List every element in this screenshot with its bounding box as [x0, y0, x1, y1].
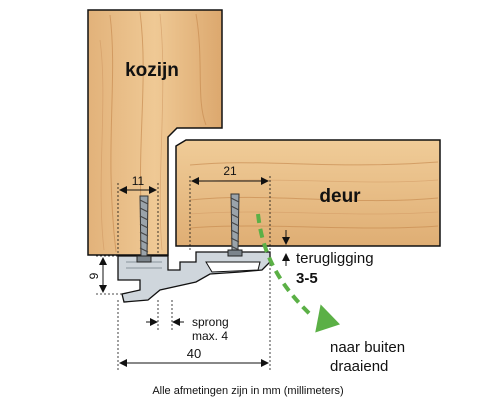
height-label: 9 — [87, 272, 101, 279]
opening-direction-arrow — [256, 213, 341, 333]
jump-label: sprong — [192, 315, 229, 329]
dimension-door-width — [189, 176, 271, 300]
recess-value: 3-5 — [296, 270, 318, 287]
door-label: deur — [319, 186, 361, 207]
total-width-label: 40 — [187, 346, 201, 361]
sealing-profile — [117, 251, 271, 303]
opening-label-line2: draaiend — [330, 358, 388, 375]
opening-label-line1: naar buiten — [330, 339, 405, 356]
screw-frame — [136, 195, 152, 263]
dimension-jump — [146, 300, 184, 330]
frame-width-label: 11 — [132, 174, 145, 188]
dimension-recess — [272, 230, 296, 266]
frame-label: kozijn — [125, 60, 179, 81]
recess-label: terugligging — [296, 250, 374, 267]
screw-door — [227, 193, 243, 257]
caption: Alle afmetingen zijn in mm (millimeters) — [152, 385, 343, 397]
dimension-frame-width — [117, 183, 159, 255]
door-width-label: 21 — [223, 164, 237, 178]
dimension-height — [96, 255, 122, 295]
dimension-total-width — [117, 300, 271, 370]
door-wood — [175, 139, 441, 247]
jump-value: max. 4 — [192, 329, 228, 343]
